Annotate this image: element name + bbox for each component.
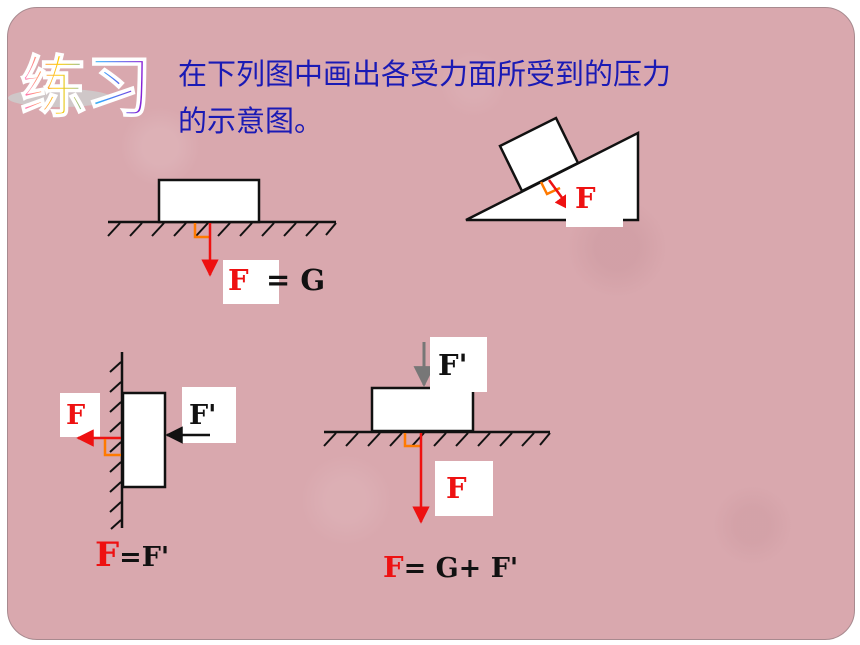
applied-force-label-box — [430, 337, 487, 392]
ground-hatching — [323, 432, 551, 447]
slide-background — [7, 7, 855, 640]
applied-force-label: F' — [438, 348, 467, 382]
instruction-line-2: 的示意图。 — [178, 104, 323, 138]
force-right-label-box — [182, 387, 236, 443]
equation-rest: = G — [266, 263, 325, 297]
force-right-label: F' — [189, 400, 216, 431]
horizontal-surface-diagram: F = G — [107, 178, 337, 304]
logo-text: 练习 — [20, 49, 152, 126]
equation-force: F — [383, 550, 404, 584]
block — [157, 178, 261, 224]
right-angle-marker — [103, 439, 121, 457]
incline-diagram: F — [465, 116, 640, 227]
force-left-label: F — [66, 400, 85, 431]
force-label-box — [566, 172, 623, 227]
instruction-line-1: 在下列图中画出各受力面所受到的压力 — [178, 57, 671, 91]
equation-rest: = G+ F' — [404, 553, 519, 584]
force-label: F — [228, 263, 249, 297]
force-label: F — [446, 471, 467, 505]
wall-hatching — [109, 361, 122, 530]
equation-force: F — [95, 535, 119, 575]
wall-diagram: F F' F=F' — [60, 352, 236, 575]
equation: F=F' — [95, 535, 169, 575]
right-angle-marker — [193, 223, 210, 239]
pressed-block-diagram: F' F F= G+ F' — [323, 337, 551, 584]
practice-logo: 练习 — [8, 48, 153, 127]
force-label-box — [435, 461, 493, 516]
right-angle-marker — [403, 433, 421, 448]
logo-swoosh — [8, 89, 112, 107]
block — [498, 116, 580, 193]
block — [121, 391, 167, 489]
equation: F= G+ F' — [383, 550, 518, 584]
equation-label-box — [223, 260, 279, 304]
block — [370, 386, 475, 433]
force-label: F — [575, 181, 596, 215]
ground-hatching — [107, 222, 337, 237]
equation-rest: =F' — [119, 542, 169, 573]
